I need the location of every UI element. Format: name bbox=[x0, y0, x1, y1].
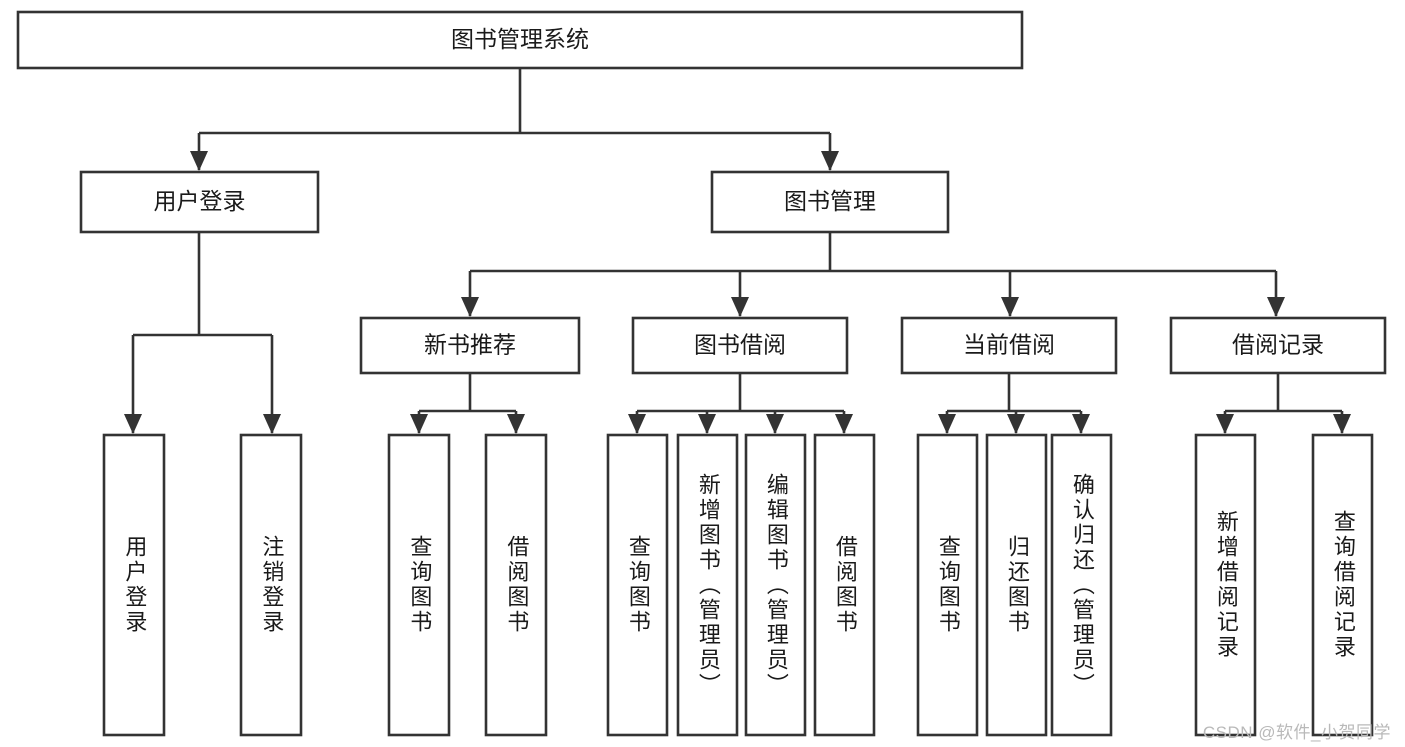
arrow-to-leaf-confirm-return-admin bbox=[1072, 414, 1090, 434]
arrow-to-leaf-borrow-book-rec bbox=[507, 414, 525, 434]
arrow-to-new-book-recommend bbox=[461, 297, 479, 317]
node-label-current-borrow: 当前借阅 bbox=[963, 332, 1055, 358]
node-book-borrow[interactable] bbox=[631, 316, 849, 375]
node-box-user-login[interactable] bbox=[79, 170, 320, 234]
arrow-to-leaf-user-logout bbox=[263, 414, 281, 434]
node-box-leaf-query-borrow-record[interactable] bbox=[1311, 433, 1374, 737]
node-box-leaf-query-book-borrow[interactable] bbox=[606, 433, 669, 737]
node-label-borrow-record: 借阅记录 bbox=[1232, 332, 1324, 358]
arrow-to-leaf-edit-book-admin bbox=[766, 414, 784, 434]
node-box-root[interactable] bbox=[16, 10, 1024, 70]
node-leaf-add-book-admin[interactable] bbox=[676, 433, 739, 737]
node-leaf-query-borrow-record[interactable] bbox=[1311, 433, 1374, 737]
node-current-borrow[interactable] bbox=[900, 316, 1118, 375]
node-label-root: 图书管理系统 bbox=[451, 26, 589, 52]
node-box-leaf-query-book-rec[interactable] bbox=[387, 433, 451, 737]
node-leaf-query-book-current[interactable] bbox=[916, 433, 979, 737]
arrow-to-book-manage bbox=[821, 151, 839, 171]
arrow-to-leaf-query-book-current bbox=[938, 414, 956, 434]
arrow-to-leaf-query-book-rec bbox=[410, 414, 428, 434]
node-user-login[interactable] bbox=[79, 170, 320, 234]
node-leaf-add-borrow-record[interactable] bbox=[1194, 433, 1257, 737]
arrow-to-leaf-user-login bbox=[124, 414, 142, 434]
arrow-to-leaf-add-book-admin bbox=[698, 414, 716, 434]
node-box-leaf-edit-book-admin[interactable] bbox=[744, 433, 807, 737]
node-box-book-manage[interactable] bbox=[710, 170, 950, 234]
node-new-book-recommend[interactable] bbox=[359, 316, 581, 375]
node-label-new-book-recommend: 新书推荐 bbox=[424, 332, 516, 358]
node-leaf-query-book-borrow[interactable] bbox=[606, 433, 669, 737]
node-box-book-borrow[interactable] bbox=[631, 316, 849, 375]
node-box-leaf-confirm-return-admin[interactable] bbox=[1050, 433, 1113, 737]
node-leaf-query-book-rec[interactable] bbox=[387, 433, 451, 737]
arrow-to-borrow-record bbox=[1267, 297, 1285, 317]
arrow-to-current-borrow bbox=[1001, 297, 1019, 317]
node-leaf-borrow-book[interactable] bbox=[813, 433, 876, 737]
node-label-user-login: 用户登录 bbox=[154, 188, 246, 214]
arrow-to-leaf-borrow-book bbox=[835, 414, 853, 434]
csdn-watermark: CSDN @软件_小贺同学 bbox=[1202, 723, 1391, 742]
node-root[interactable] bbox=[16, 10, 1024, 70]
node-book-manage[interactable] bbox=[710, 170, 950, 234]
node-box-current-borrow[interactable] bbox=[900, 316, 1118, 375]
node-label-book-borrow: 图书借阅 bbox=[694, 332, 786, 358]
node-leaf-user-login[interactable] bbox=[102, 433, 166, 737]
node-box-leaf-return-book[interactable] bbox=[985, 433, 1048, 737]
node-box-leaf-user-logout[interactable] bbox=[239, 433, 303, 737]
node-box-leaf-user-login[interactable] bbox=[102, 433, 166, 737]
node-box-leaf-add-borrow-record[interactable] bbox=[1194, 433, 1257, 737]
node-box-borrow-record[interactable] bbox=[1169, 316, 1387, 375]
arrow-to-leaf-return-book bbox=[1007, 414, 1025, 434]
node-box-leaf-add-book-admin[interactable] bbox=[676, 433, 739, 737]
node-leaf-confirm-return-admin[interactable] bbox=[1050, 433, 1113, 737]
arrow-to-leaf-query-borrow-record bbox=[1333, 414, 1351, 434]
node-box-leaf-borrow-book-rec[interactable] bbox=[484, 433, 548, 737]
node-leaf-user-logout[interactable] bbox=[239, 433, 303, 737]
node-box-new-book-recommend[interactable] bbox=[359, 316, 581, 375]
node-leaf-return-book[interactable] bbox=[985, 433, 1048, 737]
connectors-layer bbox=[124, 68, 1351, 434]
node-leaf-edit-book-admin[interactable] bbox=[744, 433, 807, 737]
node-borrow-record[interactable] bbox=[1169, 316, 1387, 375]
arrow-to-user-login bbox=[190, 151, 208, 171]
arrow-to-book-borrow bbox=[731, 297, 749, 317]
node-leaf-borrow-book-rec[interactable] bbox=[484, 433, 548, 737]
arrow-to-leaf-add-borrow-record bbox=[1216, 414, 1234, 434]
node-box-leaf-query-book-current[interactable] bbox=[916, 433, 979, 737]
arrow-to-leaf-query-book-borrow bbox=[628, 414, 646, 434]
node-box-leaf-borrow-book[interactable] bbox=[813, 433, 876, 737]
node-label-book-manage: 图书管理 bbox=[784, 188, 876, 214]
